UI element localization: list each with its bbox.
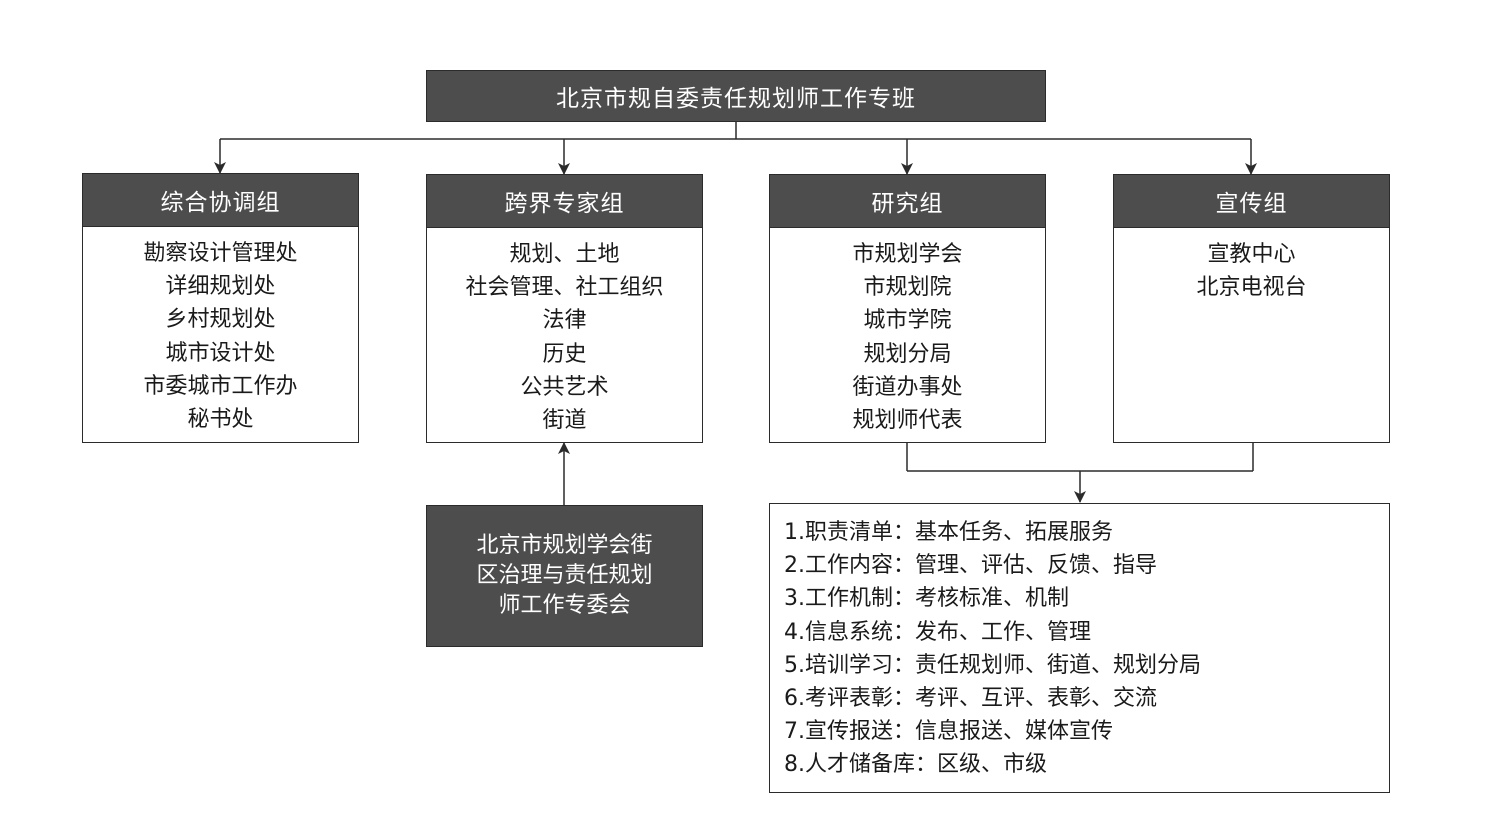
list-item: 2.工作内容：管理、评估、反馈、指导 <box>784 553 1157 579</box>
group-experts: 跨界专家组 规划、土地 社会管理、社工组织 法律 历史 公共艺术 街道 <box>426 174 703 443</box>
tasks-list: 1.职责清单：基本任务、拓展服务 2.工作内容：管理、评估、反馈、指导 3.工作… <box>770 504 1389 782</box>
group-research-title: 研究组 <box>871 191 944 217</box>
committee-node: 北京市规划学会街 区治理与责任规划 师工作专委会 <box>426 505 703 647</box>
list-item: 北京电视台 <box>1196 275 1307 301</box>
list-item: 勘察设计管理处 <box>143 241 298 266</box>
group-publicity-list: 宣教中心 北京电视台 <box>1114 228 1389 304</box>
root-node: 北京市规自委责任规划师工作专班 <box>426 70 1046 122</box>
list-item: 6.考评表彰：考评、互评、表彰、交流 <box>784 686 1157 712</box>
group-research: 研究组 市规划学会 市规划院 城市学院 规划分局 街道办事处 规划师代表 <box>769 174 1046 443</box>
group-publicity-title: 宣传组 <box>1215 191 1288 217</box>
committee-line: 北京市规划学会街 <box>476 533 653 558</box>
root-label: 北京市规自委责任规划师工作专班 <box>556 86 916 112</box>
list-item: 市规划学会 <box>852 242 963 267</box>
group-publicity-header: 宣传组 <box>1114 175 1389 228</box>
list-item: 5.培训学习：责任规划师、街道、规划分局 <box>784 652 1201 678</box>
list-item: 8.人才储备库：区级、市级 <box>784 752 1047 778</box>
list-item: 规划分局 <box>863 341 952 367</box>
list-item: 规划、土地 <box>509 242 620 267</box>
tasks-node: 1.职责清单：基本任务、拓展服务 2.工作内容：管理、评估、反馈、指导 3.工作… <box>769 503 1390 793</box>
committee-line: 区治理与责任规划 <box>476 563 653 588</box>
group-coordination: 综合协调组 勘察设计管理处 详细规划处 乡村规划处 城市设计处 市委城市工作办 … <box>82 173 359 443</box>
group-experts-title: 跨界专家组 <box>504 191 625 217</box>
group-research-list: 市规划学会 市规划院 城市学院 规划分局 街道办事处 规划师代表 <box>770 228 1045 437</box>
list-item: 详细规划处 <box>165 274 276 300</box>
group-research-header: 研究组 <box>770 175 1045 228</box>
group-coordination-header: 综合协调组 <box>83 174 358 227</box>
list-item: 市委城市工作办 <box>143 373 298 399</box>
list-item: 秘书处 <box>187 407 254 433</box>
list-item: 市规划院 <box>863 275 952 301</box>
list-item: 街道办事处 <box>852 374 963 400</box>
list-item: 法律 <box>542 308 587 334</box>
list-item: 社会管理、社工组织 <box>465 275 664 301</box>
list-item: 宣教中心 <box>1207 242 1296 267</box>
list-item: 公共艺术 <box>520 374 609 400</box>
group-experts-header: 跨界专家组 <box>427 175 702 228</box>
list-item: 4.信息系统：发布、工作、管理 <box>784 619 1091 645</box>
list-item: 7.宣传报送：信息报送、媒体宣传 <box>784 719 1113 745</box>
committee-line: 师工作专委会 <box>498 593 631 618</box>
list-item: 城市学院 <box>863 308 952 334</box>
list-item: 3.工作机制：考核标准、机制 <box>784 586 1069 612</box>
list-item: 乡村规划处 <box>165 307 276 333</box>
group-experts-list: 规划、土地 社会管理、社工组织 法律 历史 公共艺术 街道 <box>427 228 702 437</box>
group-coordination-list: 勘察设计管理处 详细规划处 乡村规划处 城市设计处 市委城市工作办 秘书处 <box>83 227 358 436</box>
list-item: 街道 <box>542 408 587 434</box>
list-item: 1.职责清单：基本任务、拓展服务 <box>784 520 1113 545</box>
list-item: 城市设计处 <box>165 340 276 366</box>
group-publicity: 宣传组 宣教中心 北京电视台 <box>1113 174 1390 443</box>
list-item: 历史 <box>542 341 587 367</box>
group-coordination-title: 综合协调组 <box>160 190 281 216</box>
list-item: 规划师代表 <box>852 408 963 434</box>
